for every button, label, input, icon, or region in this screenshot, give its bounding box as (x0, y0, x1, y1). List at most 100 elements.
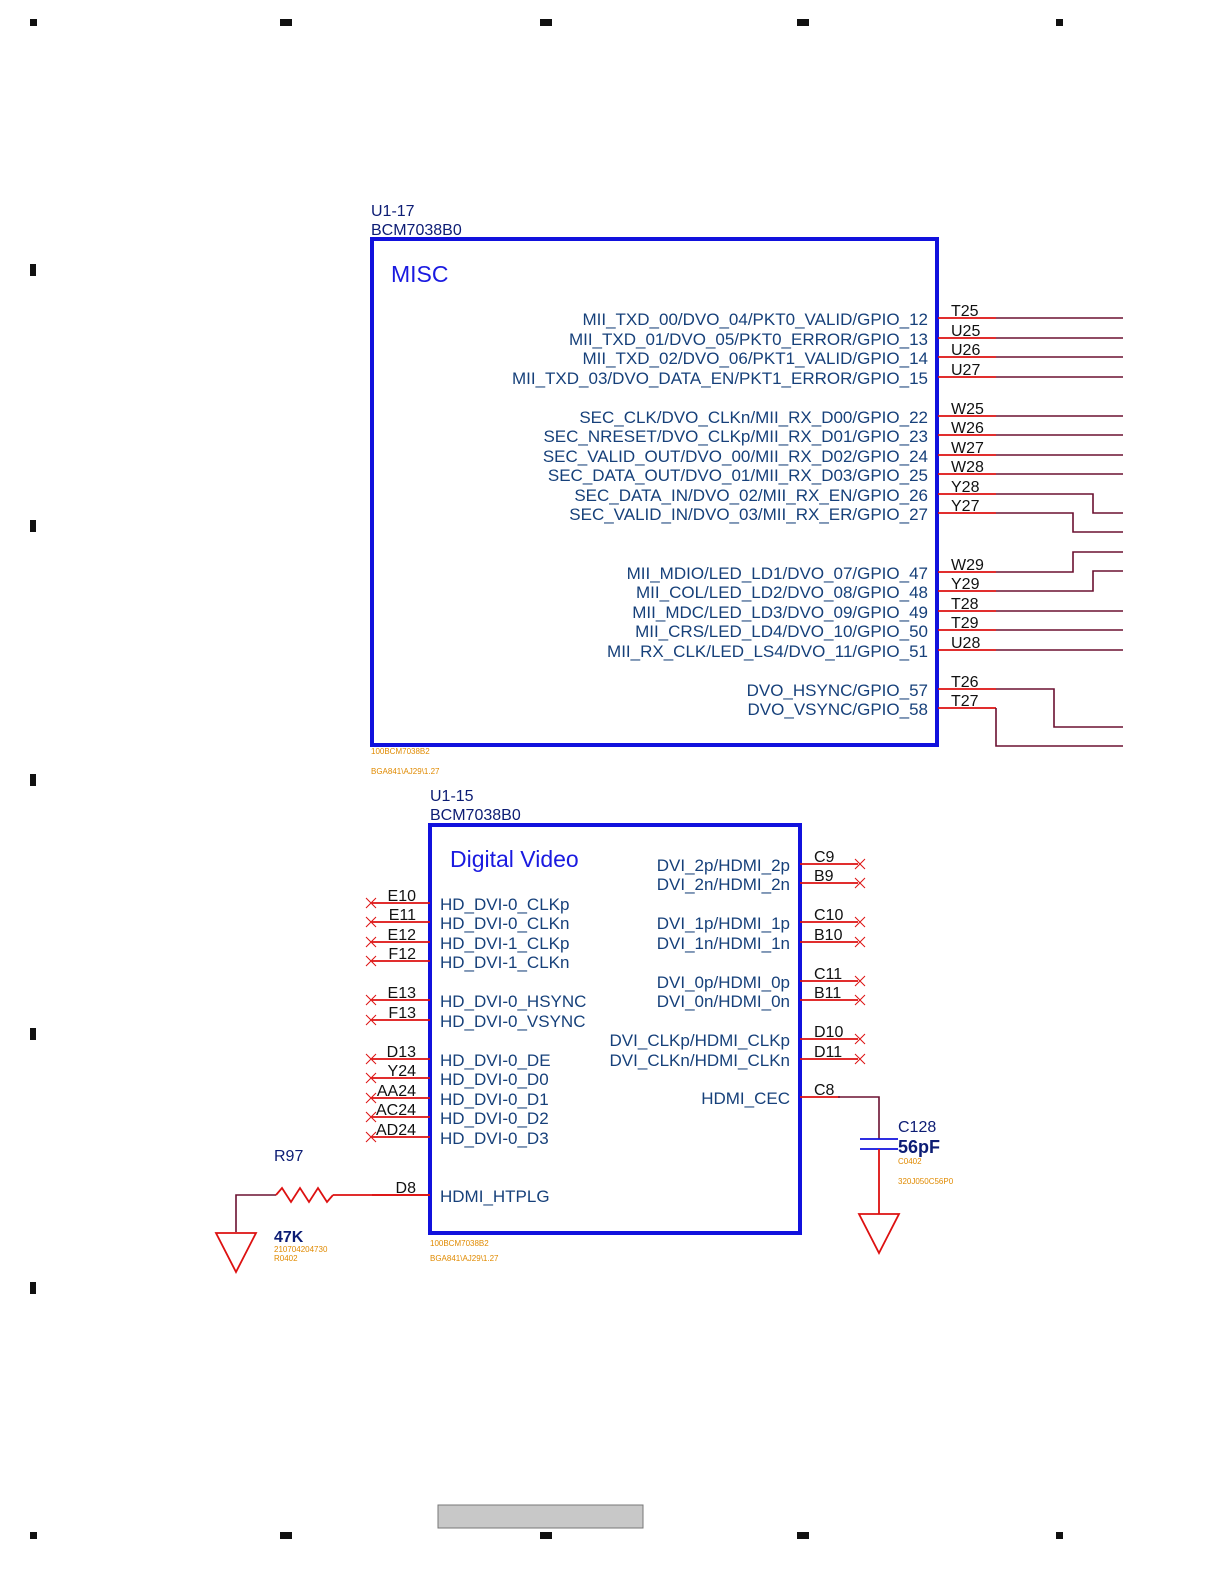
u1-17-pin-number: Y28 (951, 479, 980, 496)
net-wire (996, 551, 1123, 573)
u1-17-pin-name: MII_COL/LED_LD2/DVO_08/GPIO_48 (636, 583, 928, 602)
u1-17-pin-number: W28 (951, 459, 984, 476)
u1-17-pin-name: SEC_NRESET/DVO_CLKp/MII_RX_D01/GPIO_23 (543, 427, 928, 446)
u1-17-pin-number: U26 (951, 342, 980, 359)
u1-17-pin-name: MII_TXD_03/DVO_DATA_EN/PKT1_ERROR/GPIO_1… (512, 369, 928, 388)
u1-15-right-pin-number: C11 (814, 966, 842, 983)
u1-17-pin-name: SEC_CLK/DVO_CLKn/MII_RX_D00/GPIO_22 (579, 408, 928, 427)
u1-17-body (370, 237, 939, 747)
u1-17-pin-number: T25 (951, 303, 979, 320)
u1-15-right-pin-name: DVI_2n/HDMI_2n (657, 875, 790, 894)
u1-17-pin-number: U27 (951, 362, 980, 379)
u1-15-right-pin-number: D10 (814, 1024, 843, 1041)
r97-package: R0402 (274, 1254, 298, 1263)
u1-17-pin-name: MII_RX_CLK/LED_LS4/DVO_11/GPIO_51 (607, 642, 928, 661)
u1-15-left-pin-number: F12 (388, 946, 416, 963)
u1-15-ref: U1-15 (430, 788, 474, 805)
no-connect-icon (365, 1053, 377, 1065)
r97-ground-icon (214, 1232, 258, 1274)
r97-wire (235, 1194, 276, 1232)
u1-15-right-pin-name: DVI_2p/HDMI_2p (657, 856, 790, 875)
no-connect-icon (854, 1053, 866, 1065)
u1-15-right-pin-name: DVI_0p/HDMI_0p (657, 973, 790, 992)
u1-15-part: BCM7038B0 (430, 807, 521, 824)
c128-wire (838, 1096, 880, 1139)
u1-15-title: Digital Video (450, 846, 579, 872)
u1-15-left-pin-number: Y24 (388, 1063, 417, 1080)
no-connect-icon (854, 975, 866, 987)
u1-15-right-pin-name: DVI_1p/HDMI_1p (657, 914, 790, 933)
r97-part-no: 210704204730 (274, 1245, 328, 1254)
u1-15-right-pin-number: B10 (814, 927, 843, 944)
u1-17-pin-name: DVO_HSYNC/GPIO_57 (747, 681, 928, 700)
r97-ref: R97 (274, 1148, 303, 1165)
u1-15-left-pin-name: HDMI_HTPLG (440, 1187, 550, 1206)
no-connect-icon (365, 1111, 377, 1123)
no-connect-icon (365, 1072, 377, 1084)
u1-15-left-pin-number: E12 (388, 927, 417, 944)
u1-15-footprint1: 100BCM7038B2 (430, 1239, 489, 1248)
c128-ground-icon (857, 1213, 901, 1255)
net-wire (996, 512, 1123, 533)
u1-15-left-pin-name: HD_DVI-0_D1 (440, 1090, 549, 1109)
u1-17-pin-number: W26 (951, 420, 984, 437)
no-connect-icon (854, 936, 866, 948)
u1-17-pin-name: SEC_VALID_OUT/DVO_00/MII_RX_D02/GPIO_24 (543, 447, 928, 466)
u1-15-left-pin-name: HD_DVI-0_CLKn (440, 914, 569, 933)
u1-17-pin-number: T27 (951, 693, 979, 710)
u1-17-title: MISC (391, 261, 449, 287)
no-connect-icon (854, 877, 866, 889)
u1-17-pin-name: DVO_VSYNC/GPIO_58 (748, 700, 928, 719)
u1-15-right-pin-name: HDMI_CEC (701, 1089, 790, 1108)
no-connect-icon (365, 1014, 377, 1026)
u1-17-pin-name: MII_TXD_01/DVO_05/PKT0_ERROR/GPIO_13 (569, 330, 928, 349)
u1-17-pin-name: MII_MDC/LED_LD3/DVO_09/GPIO_49 (632, 603, 928, 622)
u1-17-footprint1: 100BCM7038B2 (371, 747, 430, 756)
no-connect-icon (365, 1092, 377, 1104)
u1-15-left-pin-name: HD_DVI-0_D0 (440, 1070, 549, 1089)
no-connect-icon (365, 936, 377, 948)
u1-17-pin-number: W29 (951, 557, 984, 574)
u1-15-body (428, 823, 802, 1235)
u1-15-left-pin-number: D13 (387, 1044, 416, 1061)
u1-15-left-pin-name: HD_DVI-1_CLKn (440, 953, 569, 972)
u1-17-pin-number: Y27 (951, 498, 980, 515)
u1-15-right-pin-number: D11 (814, 1044, 842, 1061)
u1-15-left-pin-number: F13 (388, 1005, 416, 1022)
border-marks (30, 19, 1063, 1539)
u1-15-left-pin-number: AC24 (376, 1102, 416, 1119)
u1-15-right-pin-number: C9 (814, 849, 835, 866)
u1-15-left-pin-number: E11 (389, 907, 416, 924)
c128-part-no: 320J050C56P0 (898, 1177, 954, 1186)
u1-15-left-pin-number: E13 (388, 985, 417, 1002)
u1-17-footprint2: BGA841\AJ29\1.27 (371, 767, 440, 776)
u1-15-right-pin-number: C10 (814, 907, 843, 924)
u1-15-left-pin-number: AA24 (377, 1083, 416, 1100)
u1-17-pin-name: SEC_VALID_IN/DVO_03/MII_RX_ER/GPIO_27 (569, 505, 928, 524)
u1-17-component: U1-17 BCM7038B0 MISC 100BCM7038B2 BGA841… (370, 203, 1123, 776)
u1-15-right-pin-name: DVI_1n/HDMI_1n (657, 934, 790, 953)
no-connect-icon (854, 858, 866, 870)
net-wire (996, 570, 1123, 592)
u1-15-footprint2: BGA841\AJ29\1.27 (430, 1254, 499, 1263)
u1-15-left-pin-name: HD_DVI-0_CLKp (440, 895, 569, 914)
u1-15-right-pin-name: DVI_0n/HDMI_0n (657, 992, 790, 1011)
u1-15-left-pin-number: E10 (388, 888, 417, 905)
r97-value: 47K (274, 1229, 304, 1246)
u1-17-pin-number: Y29 (951, 576, 980, 593)
u1-15-right-pin-number: C8 (814, 1082, 835, 1099)
c128-ref: C128 (898, 1119, 936, 1136)
c128-value: 56pF (898, 1137, 940, 1157)
u1-15-left-pin-name: HD_DVI-0_DE (440, 1051, 551, 1070)
u1-15-component: U1-15 BCM7038B0 Digital Video 100BCM7038… (365, 788, 866, 1263)
u1-17-pin-number: T28 (951, 596, 979, 613)
net-wire (996, 493, 1123, 514)
u1-17-pin-number: U25 (951, 323, 980, 340)
u1-15-left-pin-number: D8 (396, 1180, 417, 1197)
u1-17-pin-number: T29 (951, 615, 979, 632)
no-connect-icon (854, 994, 866, 1006)
